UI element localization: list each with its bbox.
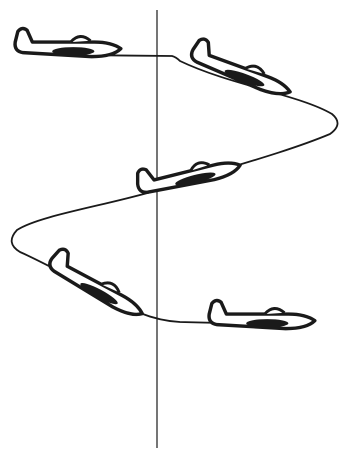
flight-path <box>12 55 338 324</box>
airplane-1 <box>15 29 121 57</box>
airplane-5 <box>209 301 315 329</box>
airplane-icon <box>45 246 152 320</box>
airplane-4 <box>45 246 152 320</box>
airplane-icon <box>15 29 121 57</box>
airplane-icon <box>188 37 297 100</box>
airplane-icon <box>209 301 315 329</box>
airplane-2 <box>188 37 297 100</box>
airplane-icon <box>134 146 242 198</box>
airplane-3 <box>134 146 242 198</box>
